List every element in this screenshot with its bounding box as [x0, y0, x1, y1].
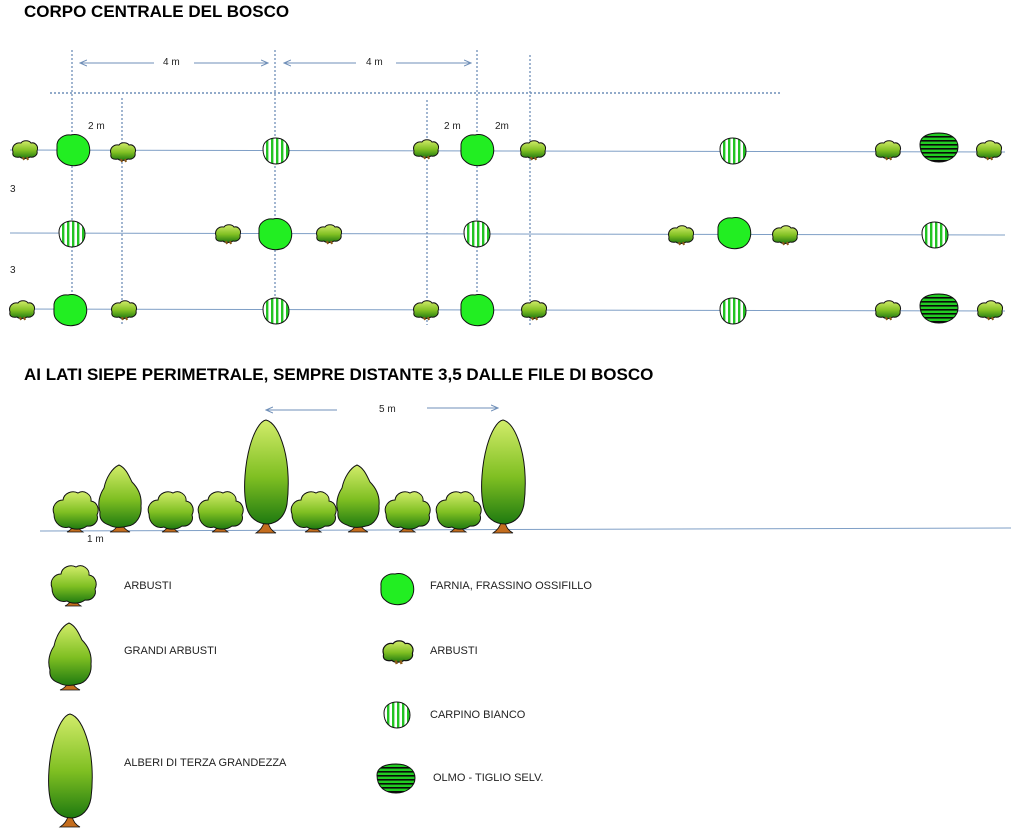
legend-hornbeam-icon: [383, 701, 411, 729]
legend-label-grandi-arbusti: GRANDI ARBUSTI: [124, 645, 217, 657]
columnar-tree-icon: [244, 419, 289, 534]
small-shrub-icon: [214, 223, 242, 245]
hornbeam-icon: [58, 220, 86, 248]
small-shrub-icon: [771, 224, 799, 246]
hornbeam-icon: [719, 137, 747, 165]
small-shrub-icon: [109, 141, 137, 163]
small-shrub-icon: [412, 138, 440, 160]
row-gap-label: 3: [10, 265, 16, 276]
shrub-icon: [197, 491, 244, 533]
oak-tree-icon: [258, 218, 293, 251]
title-hedge: AI LATI SIEPE PERIMETRALE, SEMPRE DISTAN…: [24, 365, 654, 384]
small-shrub-icon: [11, 139, 39, 161]
title-central-forest: CORPO CENTRALE DEL BOSCO: [24, 2, 290, 21]
dimension-label-4m: 4 m: [163, 57, 180, 68]
shrub-icon: [384, 491, 431, 533]
row-gap-label: 3: [10, 184, 16, 195]
vertical-guide-lines: [71, 50, 531, 325]
small-shrub-icon: [412, 299, 440, 321]
tall-shrub-icon: [336, 464, 380, 533]
hornbeam-icon: [463, 220, 491, 248]
dimension-label-2m: 2m: [495, 121, 509, 132]
small-shrub-icon: [519, 139, 547, 161]
small-shrub-icon: [874, 139, 902, 161]
oak-tree-icon: [717, 217, 752, 250]
small-shrub-icon: [8, 299, 36, 321]
shrub-icon: [435, 491, 482, 533]
small-shrub-icon: [315, 223, 343, 245]
legend-tall-shrub-icon: [48, 622, 92, 691]
small-shrub-icon: [976, 299, 1004, 321]
legend-small-shrub-icon: [381, 639, 415, 666]
small-shrub-icon: [874, 299, 902, 321]
columnar-tree-icon: [481, 419, 526, 534]
oak-tree-icon: [460, 294, 495, 327]
oak-tree-icon: [53, 294, 88, 327]
legend-label-carpino: CARPINO BIANCO: [430, 709, 526, 721]
oak-tree-icon: [460, 134, 495, 167]
legend-shrub-icon: [50, 565, 97, 607]
elm-lime-icon: [919, 293, 959, 324]
legend-label-arbusti: ARBUSTI: [124, 580, 172, 592]
dimension-label-2m: 2 m: [444, 121, 461, 132]
planting-row-line: [9, 232, 1006, 236]
shrub-icon: [147, 491, 194, 533]
planting-row-line: [9, 149, 1006, 153]
hornbeam-icon: [262, 137, 290, 165]
small-shrub-icon: [520, 299, 548, 321]
legend-label-olmo: OLMO - TIGLIO SELV.: [433, 772, 544, 784]
small-shrub-icon: [975, 139, 1003, 161]
dimension-label-4m: 4 m: [366, 57, 383, 68]
legend-columnar-tree-icon: [48, 713, 93, 828]
shrub-icon: [290, 491, 337, 533]
small-shrub-icon: [110, 299, 138, 321]
hedge-ground-line: [39, 527, 1011, 532]
legend-label-arbusti-small: ARBUSTI: [430, 645, 478, 657]
planting-row-line: [9, 308, 1006, 312]
dimension-label-2m: 2 m: [88, 121, 105, 132]
shrub-icon: [52, 491, 99, 533]
hornbeam-icon: [719, 297, 747, 325]
legend-label-farnia: FARNIA, FRASSINO OSSIFILLO: [430, 580, 592, 592]
tall-shrub-icon: [98, 464, 142, 533]
legend-label-alberi-terza-grandezza: ALBERI DI TERZA GRANDEZZA: [124, 757, 287, 769]
oak-tree-icon: [56, 134, 91, 167]
small-shrub-icon: [667, 224, 695, 246]
hedge-spacing-label: 5 m: [379, 404, 396, 415]
legend-oak-icon: [380, 573, 415, 606]
elm-lime-icon: [919, 132, 959, 163]
hornbeam-icon: [262, 297, 290, 325]
legend-elm-lime-icon: [376, 763, 416, 794]
hedge-step-label: 1 m: [87, 534, 104, 545]
hornbeam-icon: [921, 221, 949, 249]
